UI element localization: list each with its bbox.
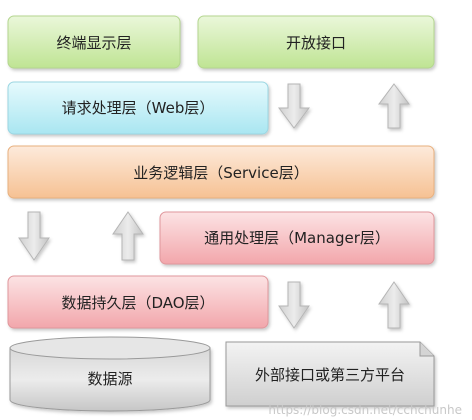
down-arrow-icon <box>18 211 50 261</box>
up-arrow-icon <box>378 83 410 129</box>
external-interface-box: 外部接口或第三方平台 <box>225 341 435 407</box>
general-processing-layer: 通用处理层（Manager层） <box>159 211 435 265</box>
down-arrow-icon <box>278 83 310 129</box>
open-interface-layer: 开放接口 <box>197 15 435 69</box>
data-persistence-label: 数据持久层（DAO层） <box>61 294 214 312</box>
request-processing-layer: 请求处理层（Web层） <box>7 81 269 135</box>
data-persistence-layer: 数据持久层（DAO层） <box>7 275 269 329</box>
general-processing-label: 通用处理层（Manager层） <box>204 229 390 247</box>
business-logic-layer: 业务逻辑层（Service层） <box>7 145 435 199</box>
request-processing-label: 请求处理层（Web层） <box>62 99 215 117</box>
up-arrow-icon <box>112 211 144 261</box>
business-logic-label: 业务逻辑层（Service层） <box>133 164 308 182</box>
watermark-text: https://blog.csdn.net/cchchunhe <box>268 403 462 417</box>
terminal-display-layer: 终端显示层 <box>7 15 181 69</box>
up-arrow-icon <box>378 281 410 329</box>
data-source-label: 数据源 <box>87 370 132 388</box>
external-interface-label: 外部接口或第三方平台 <box>255 366 405 384</box>
data-source-cylinder: 数据源 <box>9 336 211 412</box>
open-interface-label: 开放接口 <box>286 34 346 52</box>
terminal-display-label: 终端显示层 <box>56 34 131 52</box>
down-arrow-icon <box>278 281 310 329</box>
